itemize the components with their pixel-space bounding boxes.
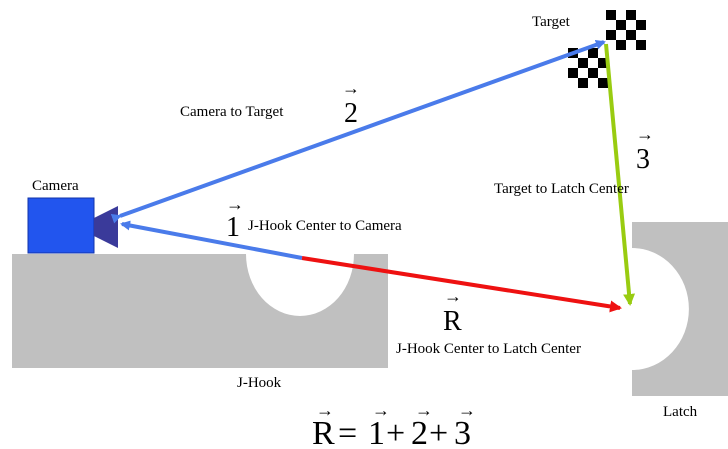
eq-term-1: 1 [368,415,385,449]
camera-label: Camera [32,178,79,194]
vector-3-line [604,43,636,306]
eq-lhs: R [312,415,335,449]
latch-label: Latch [663,404,698,420]
eq-term-2: 2 [411,415,428,449]
eq-t1-arrow-icon: → [372,400,390,420]
jhook-label: J-Hook [237,375,282,391]
target-to-latch-label: Target to Latch Center [494,181,629,197]
vector-r-line [301,256,622,313]
vector-r-name: R [443,306,462,337]
vector-2-arrow-icon: → [342,78,360,98]
vector-3-arrow-icon: → [636,124,654,144]
eq-plus-1: + [386,415,405,449]
vector-3-name: 3 [636,144,650,175]
camera-icon [27,197,118,254]
jhook-body [12,254,388,368]
jhook-to-latch-label: J-Hook Center to Latch Center [396,341,581,357]
latch-body [632,222,728,396]
vector-2-line [110,40,606,224]
target-label: Target [532,14,571,30]
eq-t2-arrow-icon: → [415,400,433,420]
eq-plus-2: + [429,415,448,449]
vector-1-arrow-icon: → [226,194,244,214]
eq-term-3: 3 [454,415,471,449]
checker-target-icon [606,10,646,50]
vector-2-name: 2 [344,98,358,129]
eq-t3-arrow-icon: → [458,400,476,420]
eq-lhs-arrow-icon: → [316,400,334,420]
vector-r-arrow-icon: → [444,286,462,306]
vector-sum-equation: → R = → 1 + → 2 + → 3 [312,400,476,449]
camera-to-target-label: Camera to Target [180,104,284,120]
jhook-to-camera-label: J-Hook Center to Camera [248,218,402,234]
vector-1-name: 1 [226,212,240,243]
vector-1-line [120,220,303,260]
eq-equals: = [338,415,357,449]
